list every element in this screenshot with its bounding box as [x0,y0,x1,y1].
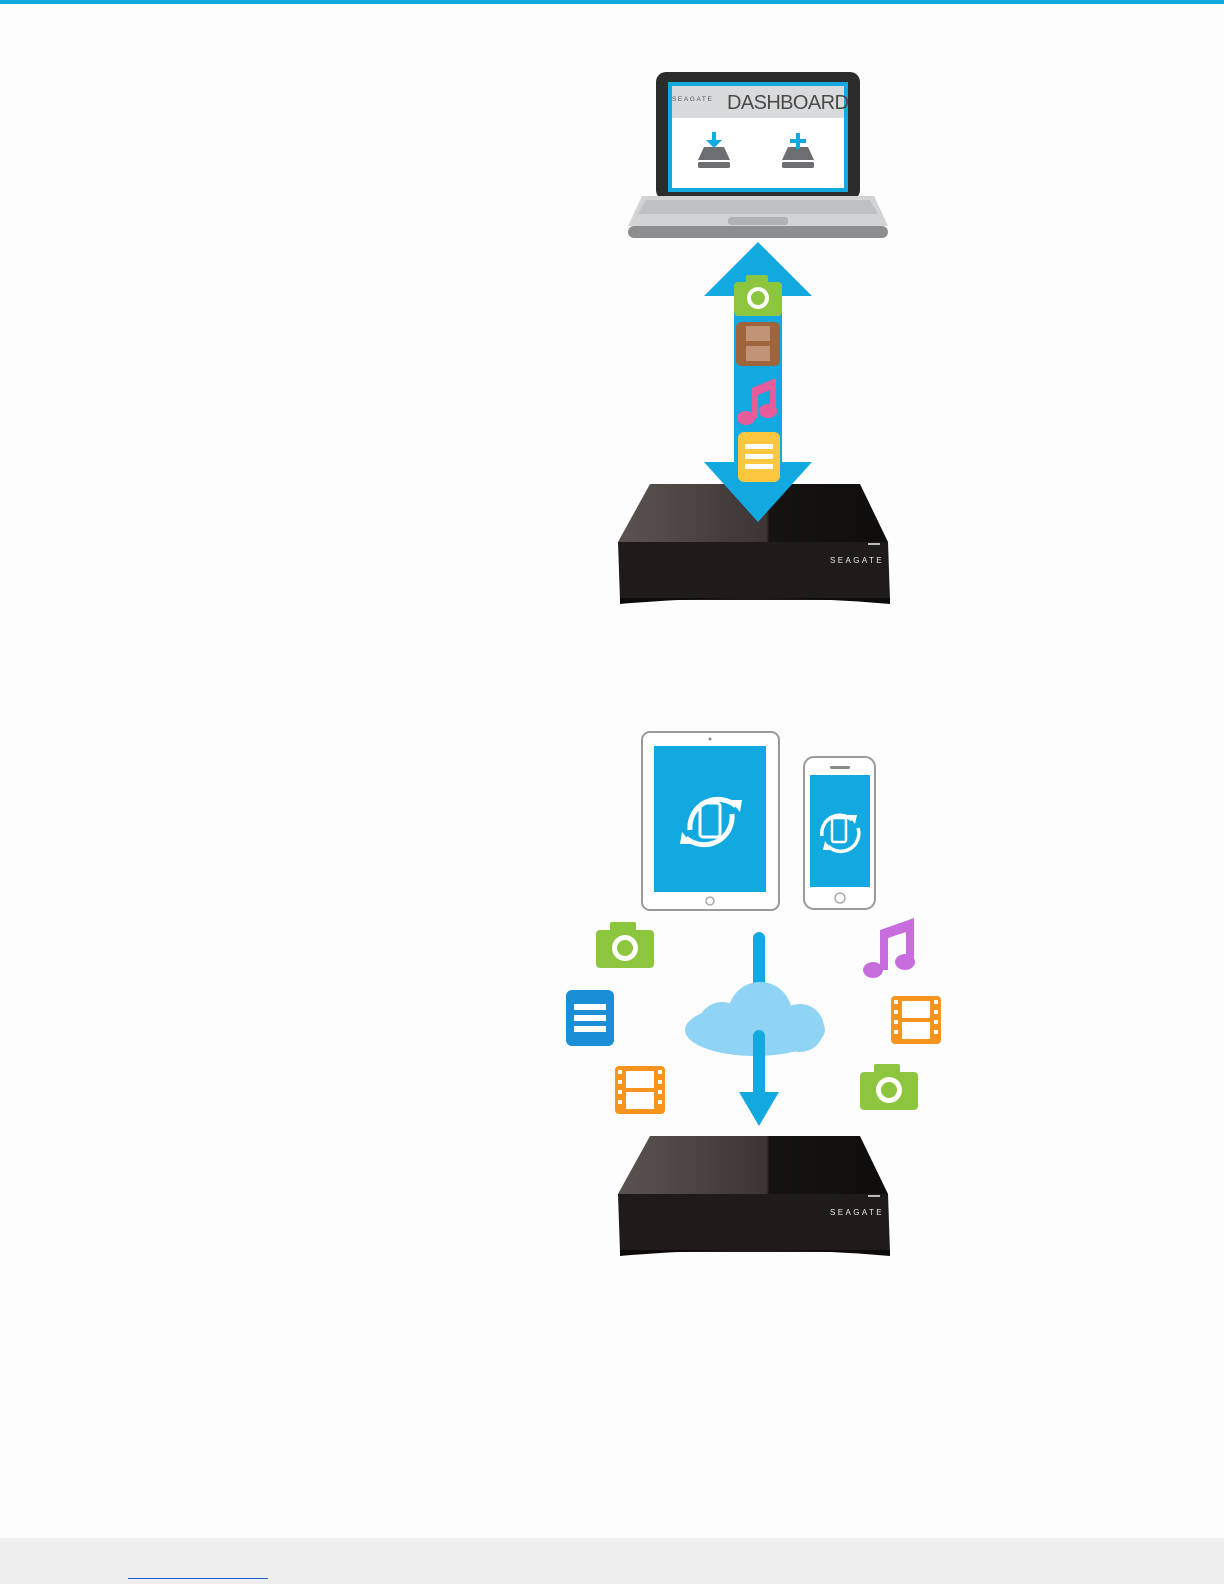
camera-icon [596,922,654,968]
film-icon [615,1066,665,1114]
footer-link[interactable] [128,1564,268,1579]
phone-icon [804,757,875,909]
mobile-cloud-sync-illustration: SEAGATE [0,720,1224,1265]
nas-drive-icon [618,1136,890,1256]
music-note-icon [863,918,915,978]
tablet-icon [642,732,779,910]
camera-icon [860,1064,918,1110]
document-icon [566,990,614,1046]
laptop-app-title: DASHBOARD [727,92,848,114]
top-accent-rule [0,0,1224,4]
nas-brand-text: SEAGATE [830,556,884,565]
dashboard-backup-illustration: SEAGATE DASHBOARD SEAGATE [0,60,1224,620]
film-icon [891,996,941,1044]
laptop-brand-text: SEAGATE [672,96,713,103]
nas-brand-text: SEAGATE [830,1208,884,1217]
film-icon [736,322,780,366]
document-icon [738,432,780,482]
